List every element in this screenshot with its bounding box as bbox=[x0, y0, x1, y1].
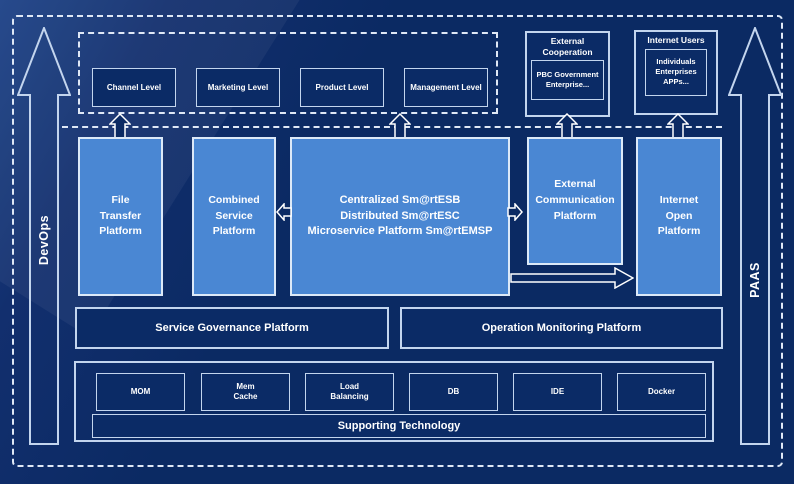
tech-load-balancing-label: Load Balancing bbox=[330, 382, 369, 401]
supporting-technology-label: Supporting Technology bbox=[337, 420, 461, 432]
external-cooperation-box: External Cooperation PBC Government Ente… bbox=[525, 31, 610, 117]
up-arrow-icon bbox=[389, 113, 411, 139]
tech-mom: MOM bbox=[96, 373, 185, 411]
up-arrow-icon bbox=[667, 113, 689, 139]
paas-arrow-icon bbox=[728, 27, 782, 445]
internet-open-platform: Internet Open Platform bbox=[636, 137, 722, 296]
level-management: Management Level bbox=[404, 68, 488, 107]
level-channel: Channel Level bbox=[92, 68, 176, 107]
file-transfer-platform: File Transfer Platform bbox=[78, 137, 163, 296]
layer-separator-line bbox=[62, 126, 722, 128]
internet-open-platform-label: Internet Open Platform bbox=[657, 193, 701, 238]
service-governance-platform: Service Governance Platform bbox=[75, 307, 389, 349]
tech-ide-label: IDE bbox=[550, 387, 565, 396]
esb-platform: Centralized Sm@rtESB Distributed Sm@rtES… bbox=[290, 137, 510, 296]
tech-mom-label: MOM bbox=[130, 387, 151, 396]
external-communication-platform-label: External Communication Platform bbox=[535, 178, 615, 222]
level-marketing-label: Marketing Level bbox=[207, 83, 269, 92]
internet-users-members: Individuals Enterprises APPs... bbox=[645, 48, 707, 96]
up-arrow-icon bbox=[109, 113, 131, 139]
outer-boundary bbox=[12, 15, 783, 467]
level-management-label: Management Level bbox=[410, 83, 482, 92]
supporting-technology-bar: Supporting Technology bbox=[92, 414, 706, 438]
tech-load-balancing: Load Balancing bbox=[305, 373, 394, 411]
operation-monitoring-platform: Operation Monitoring Platform bbox=[400, 307, 723, 349]
flow-arrow-icon bbox=[510, 267, 634, 289]
internet-users-title: Internet Users bbox=[647, 35, 705, 45]
tech-ide: IDE bbox=[513, 373, 602, 411]
tech-db: DB bbox=[409, 373, 498, 411]
devops-label: DevOps bbox=[37, 214, 51, 266]
esb-line-2: Distributed Sm@rtESC bbox=[340, 209, 460, 222]
file-transfer-platform-label: File Transfer Platform bbox=[99, 193, 142, 238]
internet-users-box: Internet Users Individuals Enterprises A… bbox=[634, 30, 718, 115]
devops-arrow-icon bbox=[17, 27, 71, 445]
external-cooperation-title: External Cooperation bbox=[542, 36, 593, 57]
level-product-label: Product Level bbox=[315, 83, 369, 92]
left-arrow-icon bbox=[276, 203, 292, 221]
tech-mem-cache: Mem Cache bbox=[201, 373, 290, 411]
external-communication-platform: External Communication Platform bbox=[527, 137, 623, 265]
paas-label-wrap: PAAS bbox=[728, 160, 782, 400]
tech-docker: Docker bbox=[617, 373, 706, 411]
esb-line-1: Centralized Sm@rtESB bbox=[339, 193, 461, 206]
tech-docker-label: Docker bbox=[647, 387, 676, 396]
combined-service-platform-label: Combined Service Platform bbox=[208, 193, 260, 238]
level-marketing: Marketing Level bbox=[196, 68, 280, 107]
paas-label: PAAS bbox=[748, 262, 762, 298]
level-channel-label: Channel Level bbox=[106, 83, 162, 92]
right-arrow-icon bbox=[507, 203, 523, 221]
up-arrow-icon bbox=[556, 113, 578, 139]
external-cooperation-members: PBC Government Enterprise... bbox=[531, 60, 604, 101]
service-governance-label: Service Governance Platform bbox=[155, 322, 309, 334]
supporting-technology-container bbox=[74, 361, 714, 442]
combined-service-platform: Combined Service Platform bbox=[192, 137, 276, 296]
levels-container bbox=[78, 32, 498, 114]
operation-monitoring-label: Operation Monitoring Platform bbox=[481, 322, 642, 334]
level-product: Product Level bbox=[300, 68, 384, 107]
esb-line-3: Microservice Platform Sm@rtEMSP bbox=[307, 225, 493, 238]
tech-db-label: DB bbox=[447, 387, 460, 396]
devops-label-wrap: DevOps bbox=[17, 120, 71, 360]
tech-mem-cache-label: Mem Cache bbox=[233, 382, 258, 401]
